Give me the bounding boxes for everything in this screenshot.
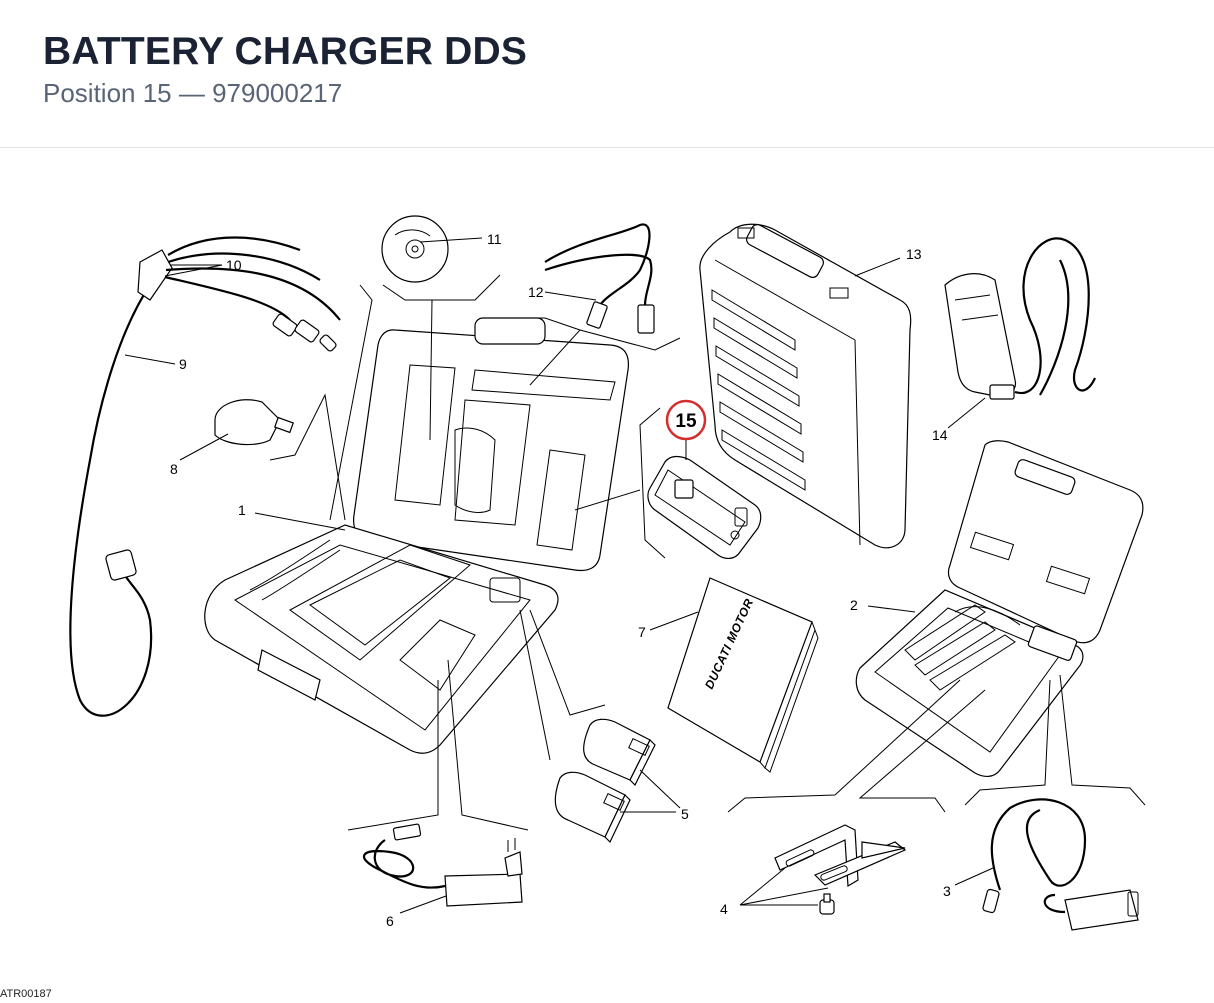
part-4-brackets[interactable] xyxy=(774,824,907,915)
part-1-main-tool-case[interactable] xyxy=(204,317,630,754)
part-10-connector-leads xyxy=(164,264,223,277)
part-11-cd-rom[interactable] xyxy=(381,215,449,283)
pointer-small-case-3 xyxy=(964,679,1051,806)
pointer-case-15 xyxy=(639,407,666,559)
page-title: BATTERY CHARGER DDS xyxy=(43,30,528,73)
callout-2: 2 xyxy=(850,597,858,613)
pointer-case-11b xyxy=(432,274,501,301)
pointer-case-8 xyxy=(269,393,346,521)
callout-5: 5 xyxy=(681,806,689,822)
part-6-power-adapter[interactable] xyxy=(362,823,523,907)
highlight-label: 15 xyxy=(675,411,697,432)
callout-12: 12 xyxy=(528,284,544,300)
leader-12 xyxy=(544,291,597,301)
leader-9 xyxy=(124,354,176,365)
pointer-case-5 xyxy=(519,609,551,761)
part-15-battery-charger[interactable] xyxy=(647,455,762,559)
pointer-case-5b xyxy=(529,609,606,716)
callout-14: 14 xyxy=(932,427,948,443)
pointer-case-9 xyxy=(329,284,373,521)
exploded-parts-diagram: 10 9 8 11 12 xyxy=(69,215,1146,931)
part-5-batteries[interactable] xyxy=(554,718,656,844)
callout-8: 8 xyxy=(170,461,178,477)
part-9-diagnostic-cable[interactable] xyxy=(69,236,341,717)
callout-10: 10 xyxy=(226,257,242,273)
leader-6 xyxy=(399,895,447,914)
pointer-case-11 xyxy=(382,284,433,441)
callout-1: 1 xyxy=(238,502,246,518)
part-3-sensor-cable[interactable] xyxy=(982,798,1139,931)
leader-2 xyxy=(867,605,916,613)
leader-8 xyxy=(179,433,229,461)
part-2-small-tool-case[interactable] xyxy=(855,440,1144,777)
part-7-manual[interactable]: DUCATI MOTOR xyxy=(667,577,819,773)
drawing-code: ATR00187 xyxy=(0,988,52,1000)
leader-7 xyxy=(649,611,699,631)
page-header: BATTERY CHARGER DDS Position 15 — 979000… xyxy=(0,0,1214,148)
part-13-closed-case[interactable] xyxy=(699,223,912,549)
leader-13 xyxy=(854,257,901,277)
part-12-usb-cable[interactable] xyxy=(544,223,655,334)
callout-9: 9 xyxy=(179,356,187,372)
pointer-case-6b xyxy=(447,659,529,831)
leader-11 xyxy=(419,237,483,243)
callout-11: 11 xyxy=(487,231,502,247)
pointer-case-12b xyxy=(579,329,681,351)
leader-3 xyxy=(954,867,994,886)
callout-13: 13 xyxy=(906,246,922,262)
callout-3: 3 xyxy=(943,883,951,899)
callout-4: 4 xyxy=(720,901,728,917)
leader-1 xyxy=(254,512,346,531)
leader-4a xyxy=(739,867,786,906)
leader-14 xyxy=(947,397,986,429)
part-14-current-clamp[interactable] xyxy=(944,237,1097,400)
highlight-badge-15[interactable]: 15 xyxy=(665,399,707,441)
pointer-case-12 xyxy=(515,317,581,386)
callout-6: 6 xyxy=(386,913,394,929)
pointer-case-15b xyxy=(574,489,641,511)
pointer-case-6 xyxy=(347,680,439,831)
pointer-small-case-3b xyxy=(1059,674,1146,806)
callout-7: 7 xyxy=(638,624,646,640)
leader-5a xyxy=(639,769,681,809)
pointer-small-case-4 xyxy=(727,679,961,813)
part-8-usb-key[interactable] xyxy=(214,399,294,446)
pointer-small-case-4b xyxy=(858,689,986,813)
page-subtitle: Position 15 — 979000217 xyxy=(43,78,343,108)
leader-4b xyxy=(739,887,829,906)
